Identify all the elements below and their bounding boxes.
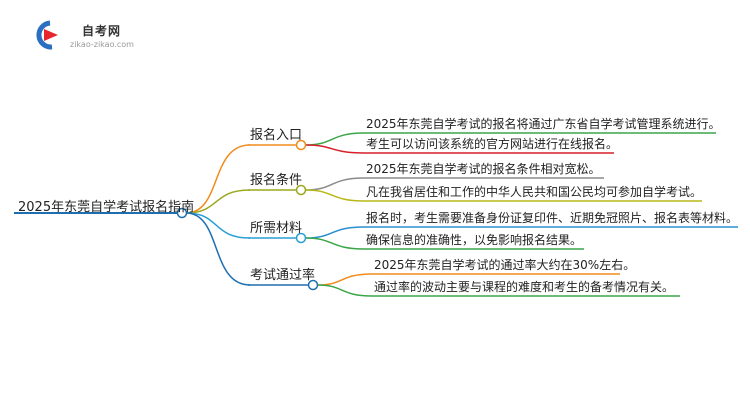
edge-root-b1 (185, 144, 251, 214)
leaf-label: 凡在我省居住和工作的中华人民共和国公民均可参加自学考试。 (366, 185, 703, 199)
branch-label: 所需材料 (250, 221, 303, 236)
edge-root-b4 (185, 212, 251, 286)
logo-subtitle: zikao-zikao.com (70, 40, 134, 49)
leaf-label: 报名时，考生需要准备身份证复印件、近期免冠照片、报名表等材料。 (366, 211, 739, 225)
branch-node (295, 184, 307, 196)
edge-b1-l1 (305, 132, 365, 146)
branch-node (307, 279, 319, 291)
branch-node (295, 232, 307, 244)
edge-b3-l2 (305, 237, 365, 250)
leaf-label: 考生可以访问该系统的官方网站进行在线报名。 (366, 137, 619, 151)
branch-node (295, 139, 307, 151)
logo-title: 自考网 (82, 24, 122, 38)
site-logo: 自考网 zikao-zikao.com (30, 18, 170, 58)
logo-mark-icon (36, 20, 58, 50)
branch-label: 报名入口 (250, 128, 303, 143)
root-label: 2025年东莞自学考试报名指南 (18, 200, 195, 215)
edge-b2-l2 (305, 189, 365, 202)
branch-label: 考试通过率 (250, 268, 316, 283)
edge-root-b2 (185, 189, 251, 214)
leaf-label: 通过率的波动主要与课程的难度和考生的备考情况有关。 (374, 280, 675, 294)
edge-b2-l1 (305, 177, 365, 191)
root-node (176, 207, 188, 219)
branch-label: 报名条件 (250, 173, 303, 188)
edge-root-b3 (185, 212, 251, 239)
leaf-label: 2025年东莞自学考试的通过率大约在30%左右。 (374, 258, 636, 272)
leaf-label: 2025年东莞自学考试的报名将通过广东省自学考试管理系统进行。 (366, 117, 721, 131)
edge-b4-l2 (317, 284, 373, 297)
edge-b1-l2 (305, 144, 365, 154)
edge-b3-l1 (305, 226, 365, 239)
leaf-label: 确保信息的准确性，以免影响报名结果。 (366, 233, 583, 247)
edge-b4-l1 (317, 273, 373, 286)
leaf-label: 2025年东莞自学考试的报名条件相对宽松。 (366, 162, 601, 176)
